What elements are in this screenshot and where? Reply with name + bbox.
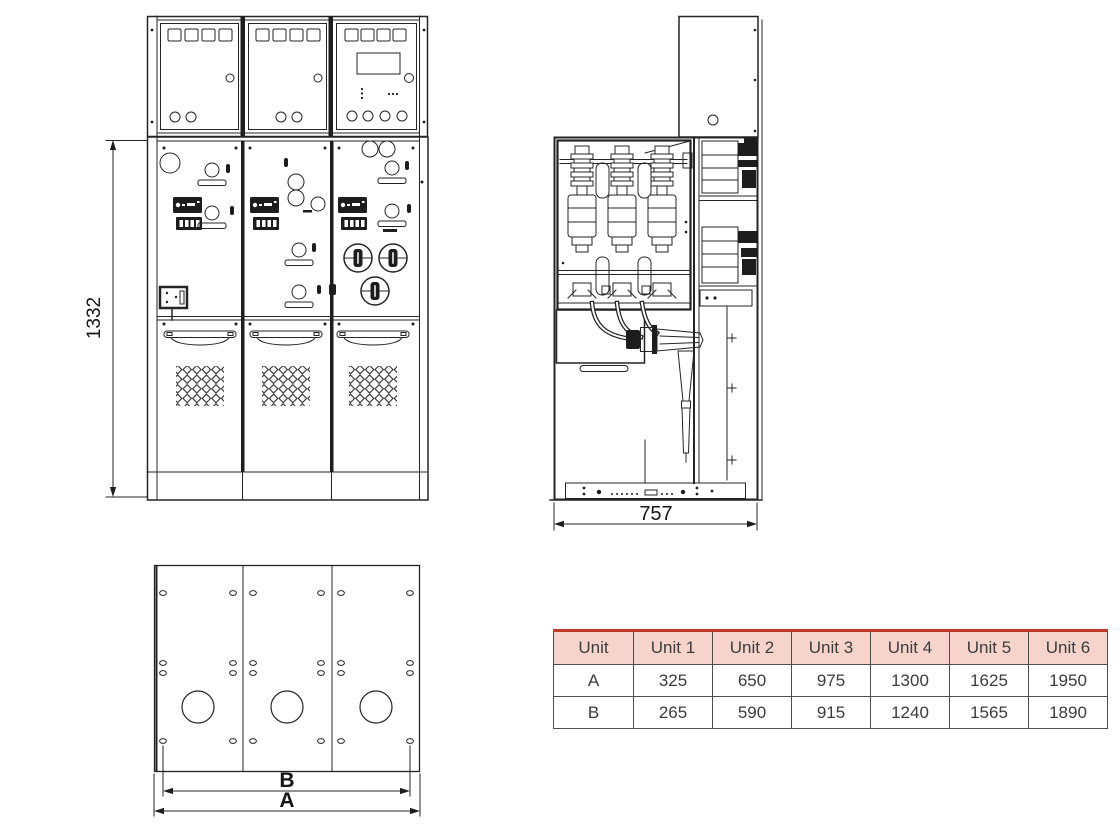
side-width-dimension-label: 757	[639, 503, 672, 525]
plan-dimension-A: A	[153, 773, 421, 817]
row-label-cell: B	[553, 696, 634, 729]
table-header-cell: Unit 5	[949, 630, 1029, 665]
cable-entry-hole	[181, 690, 215, 724]
table-cell: 1890	[1028, 696, 1108, 729]
table-header-cell: Unit	[553, 630, 634, 665]
door-handle	[163, 330, 237, 346]
lcd-display	[356, 52, 401, 75]
side-top-compartment	[678, 15, 763, 138]
table-header-row: Unit Unit 1 Unit 2 Unit 3 Unit 4 Unit 5 …	[553, 630, 1108, 665]
table-cell: 650	[712, 664, 792, 697]
table-cell: 1625	[949, 664, 1029, 697]
side-main-body	[549, 136, 763, 501]
table-cell: 1950	[1028, 664, 1108, 697]
front-panel-3-controls	[329, 140, 424, 306]
front-top-compartment	[146, 15, 429, 138]
ventilation-grille	[349, 366, 397, 406]
heater-unit	[158, 285, 189, 321]
ventilation-grille	[176, 366, 224, 406]
table-cell: 325	[633, 664, 713, 697]
table-cell: 1565	[949, 696, 1029, 729]
unit-dimensions-table: Unit Unit 1 Unit 2 Unit 3 Unit 4 Unit 5 …	[553, 629, 1108, 729]
plan-inner-width-label: B	[279, 769, 294, 792]
table-header-cell: Unit 3	[791, 630, 871, 665]
front-lower-doors	[163, 330, 410, 406]
base-channel	[549, 439, 763, 501]
front-height-dimension: 1332	[84, 140, 148, 498]
side-mechanism-column	[693, 138, 759, 484]
table-header-cell: Unit 1	[633, 630, 713, 665]
cable-entry-hole	[270, 690, 304, 724]
plan-dimension-B: B	[162, 745, 411, 797]
table-header-cell: Unit 2	[712, 630, 792, 665]
table-row-A: A 325 650 975 1300 1625 1950	[553, 664, 1108, 697]
table-cell: 590	[712, 696, 792, 729]
door-handle	[249, 330, 323, 346]
table-header-cell: Unit 4	[870, 630, 950, 665]
table-cell: 975	[791, 664, 871, 697]
table-header-cell: Unit 6	[1028, 630, 1108, 665]
cable-termination	[589, 300, 704, 463]
bushing-insulators	[567, 145, 677, 253]
front-main-body	[146, 136, 429, 501]
side-width-dimension: 757	[553, 502, 758, 531]
door-handle	[336, 330, 410, 346]
front-panel-2-controls	[249, 157, 326, 308]
ventilation-grille	[262, 366, 310, 406]
plan-outer-width-label: A	[279, 789, 294, 812]
table-cell: 1240	[870, 696, 950, 729]
row-label-cell: A	[553, 664, 634, 697]
cable-connectors	[556, 282, 691, 304]
table-cell: 1300	[870, 664, 950, 697]
plan-view-body	[153, 564, 421, 773]
table-row-B: B 265 590 915 1240 1565 1890	[553, 696, 1108, 729]
table-cell: 915	[791, 696, 871, 729]
side-view-drawing: 757	[549, 15, 763, 531]
cable-entry-hole	[359, 690, 393, 724]
plan-view-drawing: B A	[153, 564, 421, 817]
table-cell: 265	[633, 696, 713, 729]
front-height-dimension-label: 1332	[84, 297, 105, 339]
front-panel-1-controls	[158, 152, 235, 321]
front-view-drawing: 1332	[84, 15, 429, 501]
